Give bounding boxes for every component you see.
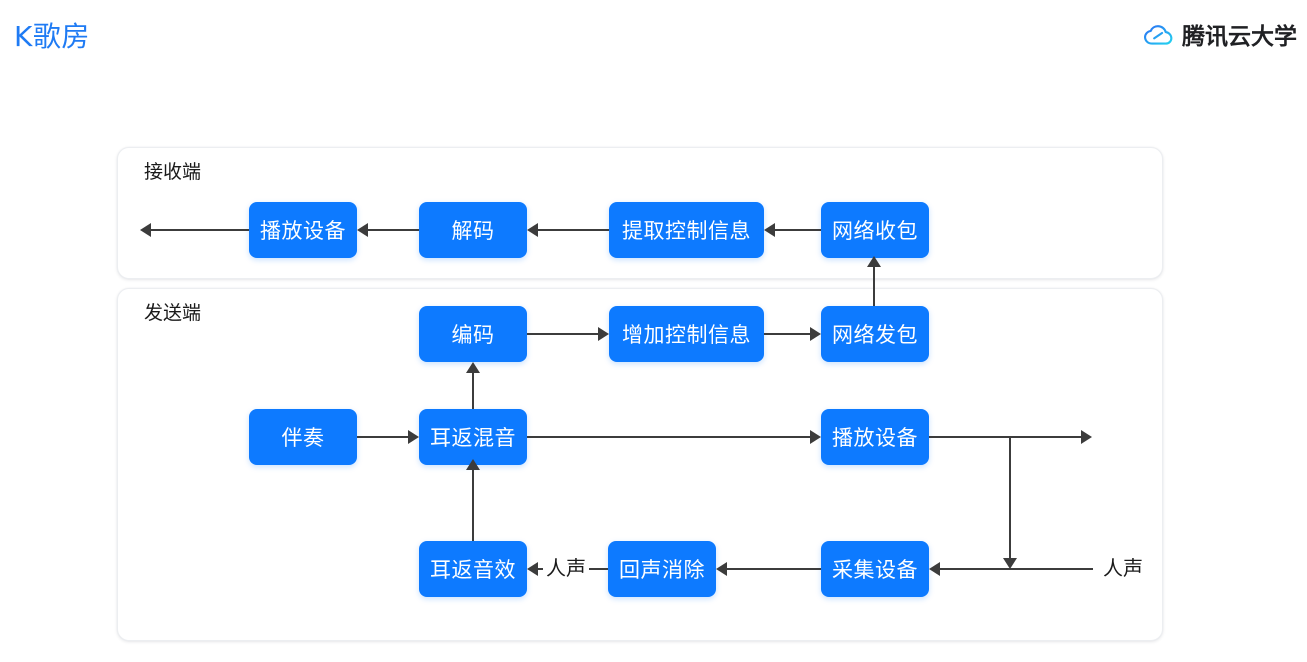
node-tx-netsend[interactable]: 网络发包: [821, 306, 929, 362]
node-rx-playback[interactable]: 播放设备: [249, 202, 357, 258]
page-title: K歌房: [14, 20, 90, 53]
arrowhead-rx-playback: [357, 223, 368, 237]
arrowhead-rx-netrecv-up: [867, 256, 881, 267]
arrowhead-tx-earmix-up: [466, 459, 480, 470]
node-tx-playback[interactable]: 播放设备: [821, 409, 929, 465]
brand-name: 腾讯云大学: [1182, 24, 1297, 50]
edge-tx-netsend-rx-netrecv: [873, 266, 875, 306]
edge-tx-encode-addctrl: [527, 333, 598, 335]
arrowhead-tx-capture-left: [929, 562, 940, 576]
arrowhead-tx-addctrl: [598, 327, 609, 341]
edge-label-voice-mid: 人声: [543, 556, 589, 580]
edge-rx-extract-decode: [538, 229, 609, 231]
edge-rx-decode-playback: [368, 229, 419, 231]
arrowhead-rx-out-left: [140, 223, 151, 237]
arrowhead-tx-earfx-left: [527, 562, 538, 576]
node-tx-aec[interactable]: 回声消除: [608, 541, 716, 597]
arrowhead-tx-netsend: [810, 327, 821, 341]
edge-tx-earfx-earmix: [472, 465, 474, 541]
node-tx-earfx[interactable]: 耳返音效: [419, 541, 527, 597]
node-rx-extract[interactable]: 提取控制信息: [609, 202, 764, 258]
arrowhead-tx-playback: [810, 430, 821, 444]
group-sender-label: 发送端: [144, 302, 202, 324]
arrowhead-capture-branch-down: [1003, 558, 1017, 569]
edge-label-voice-right: 人声: [1100, 556, 1146, 580]
edge-tx-capture-aec: [727, 568, 821, 570]
edge-tx-playback-down-branch: [1009, 437, 1011, 558]
arrowhead-tx-earmix: [408, 430, 419, 444]
node-rx-decode[interactable]: 解码: [419, 202, 527, 258]
node-rx-netrecv[interactable]: 网络收包: [821, 202, 929, 258]
arrowhead-rx-decode: [527, 223, 538, 237]
node-tx-addctrl[interactable]: 增加控制信息: [609, 306, 764, 362]
edge-tx-earmix-encode: [472, 372, 474, 409]
arrowhead-tx-out-right: [1081, 430, 1092, 444]
edge-tx-playback-out: [929, 436, 1081, 438]
node-tx-earmix[interactable]: 耳返混音: [419, 409, 527, 465]
tencent-cloud-logo-icon: [1144, 25, 1173, 45]
edge-voice-input-capture: [940, 568, 1093, 570]
node-tx-encode[interactable]: 编码: [419, 306, 527, 362]
edge-tx-accomp-earmix: [357, 436, 408, 438]
brand: 腾讯云大学: [1144, 20, 1297, 54]
node-tx-accomp[interactable]: 伴奏: [249, 409, 357, 465]
group-receiver-label: 接收端: [144, 161, 202, 183]
node-tx-capture[interactable]: 采集设备: [821, 541, 929, 597]
edge-rx-playback-out: [151, 229, 249, 231]
arrowhead-tx-aec-left: [716, 562, 727, 576]
arrowhead-rx-extract: [764, 223, 775, 237]
edge-tx-addctrl-netsend: [764, 333, 810, 335]
edge-tx-earmix-playback: [527, 436, 810, 438]
edge-rx-netrecv-extract: [775, 229, 821, 231]
arrowhead-tx-encode-up: [466, 362, 480, 373]
